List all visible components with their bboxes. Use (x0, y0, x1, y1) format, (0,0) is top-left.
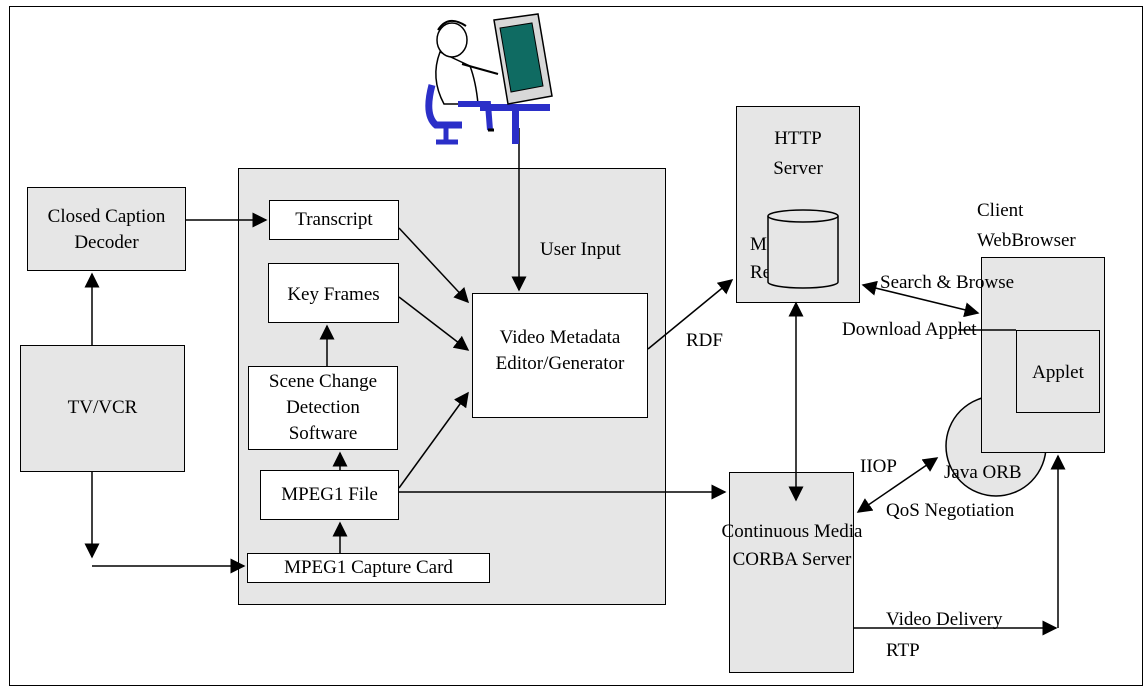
arrow-editor-to-http (647, 279, 734, 350)
mpeg1-file-box (260, 470, 399, 520)
http-server-label: HTTP Server (773, 128, 823, 179)
scene-change-label: Scene Change Detection Software (268, 371, 378, 444)
rtp-label: RTP (886, 640, 920, 661)
tv-vcr-box (20, 345, 185, 472)
arrow-search-browse (861, 280, 980, 318)
video-metadata-editor-label: Video Metadata Editor/Generator (495, 327, 625, 374)
scene-change-box (248, 366, 398, 450)
user-input-label: User Input (540, 239, 621, 260)
outer-frame (9, 6, 1143, 686)
applet-box (1016, 330, 1100, 413)
transcript-box (269, 200, 399, 240)
video-delivery-label: Video Delivery (886, 609, 1003, 630)
metadata-cylinder (767, 209, 839, 289)
corba-server-label: Continuous Media CORBA Server (721, 521, 863, 570)
closed-caption-decoder-label: Closed Caption Decoder (47, 206, 166, 253)
transcript-label: Transcript (295, 209, 373, 230)
arrow-iiop-qos (856, 457, 939, 513)
mpeg1-file-label: MPEG1 File (281, 484, 378, 505)
video-metadata-editor-box (472, 293, 648, 418)
download-applet-label: Download Applet (842, 319, 977, 340)
client-webbrowser-label: Client WebBrowser (977, 200, 1076, 251)
closed-caption-decoder-box (27, 187, 186, 271)
java-orb-label: Java ORB (944, 462, 1022, 483)
rdf-label: RDF (686, 330, 723, 351)
user-at-computer-icon (425, 13, 553, 145)
key-frames-label: Key Frames (287, 284, 380, 305)
arrow-file-to-editor (398, 391, 469, 489)
key-frames-box (268, 263, 399, 323)
corba-server-box (729, 472, 854, 673)
tv-vcr-label: TV/VCR (67, 397, 138, 418)
capture-card-label: MPEG1 Capture Card (284, 557, 453, 578)
capture-card-box (247, 553, 490, 583)
arrow-transcript-to-editor (398, 227, 470, 304)
arrow-keyframes-to-editor (398, 296, 470, 351)
applet-label: Applet (1032, 362, 1084, 383)
